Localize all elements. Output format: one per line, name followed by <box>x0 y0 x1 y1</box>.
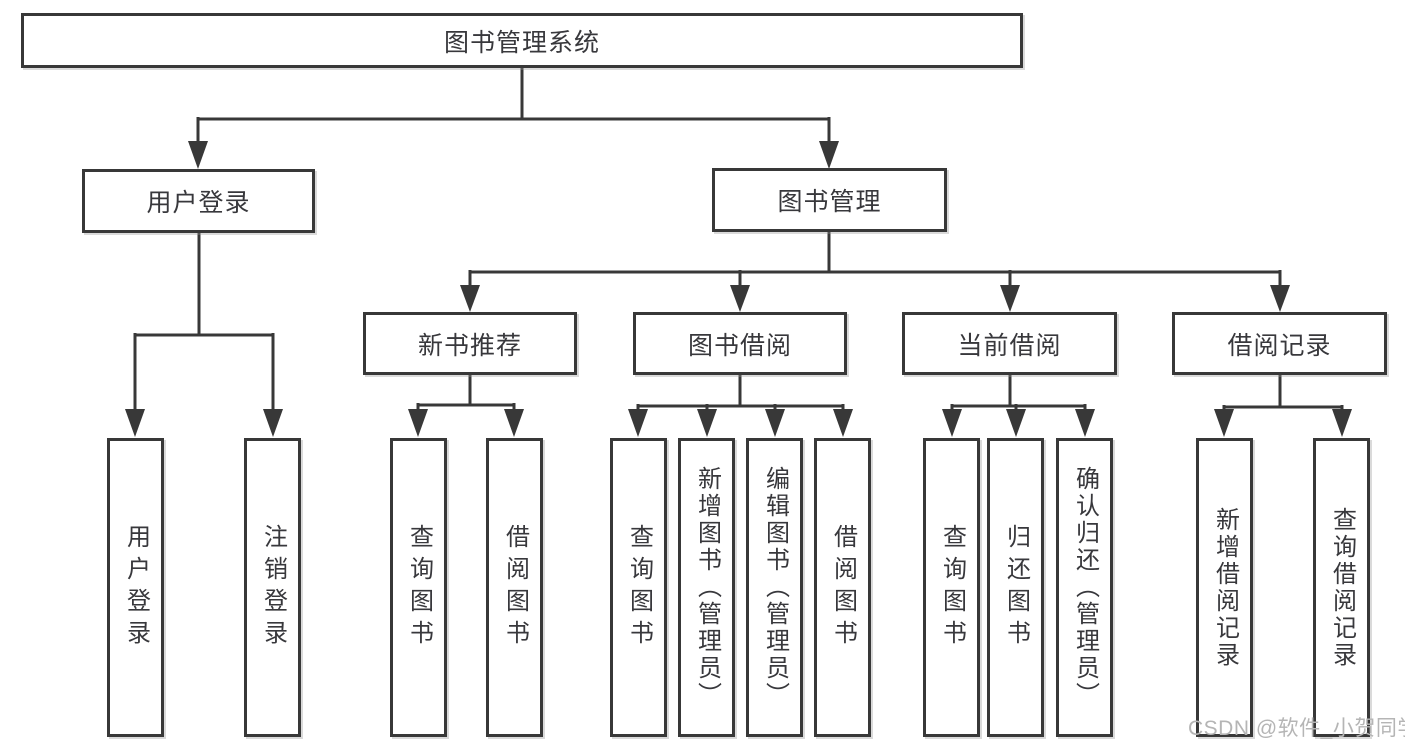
leaf-add-borrow-record: 新增借阅记录 <box>1196 438 1253 737</box>
leaf-query-borrow-record: 查询借阅记录 <box>1313 438 1370 737</box>
node-current-borrow: 当前借阅 <box>902 312 1117 375</box>
leaf-edit-books-admin: 编辑图书（管理员） <box>746 438 803 737</box>
connector-borrow-split <box>628 374 853 437</box>
leaf-borrow-query-books-label: 查询图书 <box>625 523 653 652</box>
connector-current-split <box>942 374 1095 437</box>
node-library-system: 图书管理系统 <box>21 13 1023 68</box>
leaf-user-login: 用户登录 <box>107 438 164 737</box>
node-book-borrow: 图书借阅 <box>633 312 847 375</box>
leaf-query-borrow-record-label: 查询借阅记录 <box>1328 506 1356 669</box>
leaf-add-books-admin: 新增图书（管理员） <box>678 438 735 737</box>
leaf-add-borrow-record-label: 新增借阅记录 <box>1211 506 1239 669</box>
leaf-query-books: 查询图书 <box>390 438 447 737</box>
node-new-book-recommend: 新书推荐 <box>363 312 577 375</box>
node-user-login: 用户登录 <box>82 169 315 233</box>
leaf-confirm-return-admin-label: 确认归还（管理员） <box>1071 466 1099 709</box>
leaf-logout: 注销登录 <box>244 438 301 737</box>
leaf-return-books: 归还图书 <box>987 438 1044 737</box>
leaf-borrow-query-books: 查询图书 <box>610 438 667 737</box>
node-book-borrow-label: 图书借阅 <box>687 331 792 360</box>
leaf-logout-label: 注销登录 <box>259 523 287 652</box>
leaf-user-login-label: 用户登录 <box>122 523 150 652</box>
leaf-edit-books-admin-label: 编辑图书（管理员） <box>761 466 789 709</box>
node-new-book-recommend-label: 新书推荐 <box>417 331 522 360</box>
connector-recommend-split <box>408 374 524 437</box>
leaf-borrow-books-2-label: 借阅图书 <box>829 523 857 652</box>
leaf-add-books-admin-label: 新增图书（管理员） <box>693 466 721 709</box>
leaf-confirm-return-admin: 确认归还（管理员） <box>1056 438 1113 737</box>
node-borrow-records-label: 借阅记录 <box>1227 331 1332 360</box>
node-book-management-label: 图书管理 <box>777 188 882 216</box>
leaf-borrow-books-2: 借阅图书 <box>814 438 871 737</box>
leaf-current-query-books: 查询图书 <box>923 438 980 737</box>
leaf-query-books-label: 查询图书 <box>405 523 433 652</box>
node-borrow-records: 借阅记录 <box>1172 312 1387 375</box>
connector-root-split <box>188 66 839 169</box>
leaf-return-books-label: 归还图书 <box>1002 523 1030 652</box>
leaf-current-query-books-label: 查询图书 <box>938 523 966 652</box>
node-book-management: 图书管理 <box>712 168 947 232</box>
connector-records-split <box>1214 374 1352 437</box>
connector-manage-split <box>460 231 1290 312</box>
leaf-borrow-books-label: 借阅图书 <box>501 523 529 652</box>
node-current-borrow-label: 当前借阅 <box>957 331 1062 360</box>
csdn-watermark: CSDN @软件_小贺同学 <box>1188 717 1405 740</box>
connector-login-split <box>125 231 283 437</box>
node-user-login-label: 用户登录 <box>146 189 251 217</box>
leaf-borrow-books: 借阅图书 <box>486 438 543 737</box>
node-library-system-label: 图书管理系统 <box>443 28 600 57</box>
